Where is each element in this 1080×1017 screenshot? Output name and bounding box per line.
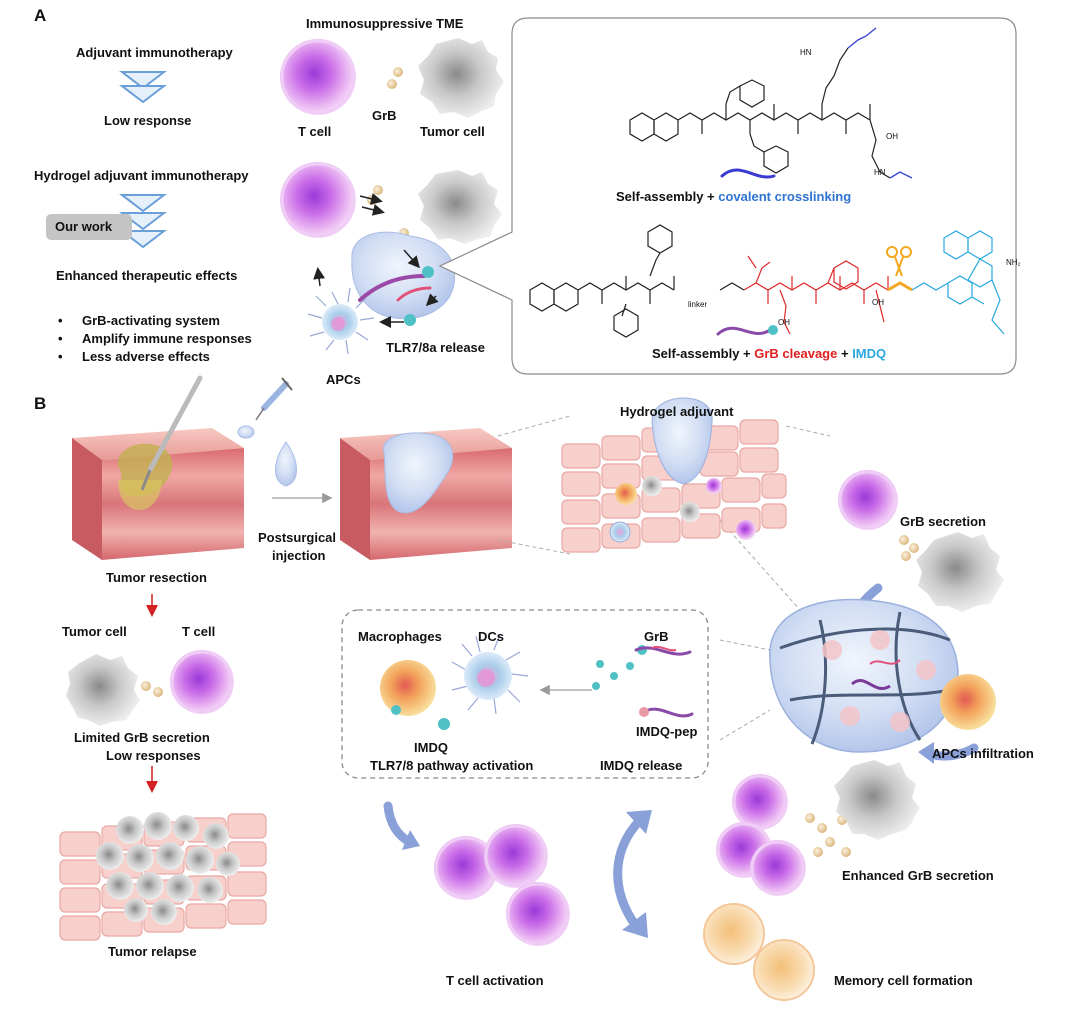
tumor-cell-icon	[916, 532, 1004, 612]
imdq-structure	[911, 230, 1005, 335]
apc-dendritic-icon	[307, 287, 375, 355]
tissue-block-resection	[72, 375, 244, 560]
t-cell-icon	[750, 840, 806, 896]
hydrogel-title: Hydrogel adjuvant immunotherapy	[34, 168, 249, 183]
tumor-cell-icon	[834, 760, 920, 840]
tumor-cluster	[96, 812, 240, 925]
atom-oh: OH	[886, 132, 898, 141]
grb-beads	[141, 681, 163, 697]
peptide-structure-bottom	[529, 224, 745, 338]
panel-b-letter: B	[34, 394, 47, 413]
t-cell-icon	[170, 650, 234, 714]
curved-arrow-icon	[383, 801, 415, 847]
grb-beads	[805, 813, 851, 857]
t-cell-activation-label: T cell activation	[446, 973, 544, 988]
limited-grb-label: Limited GrB secretion	[74, 730, 210, 745]
down-arrow-icon	[119, 71, 167, 104]
apcs-infiltration-label: APCs infiltration	[932, 746, 1034, 761]
our-work-label: Our work	[55, 219, 113, 234]
tumor-cell-icon	[418, 38, 504, 118]
injection-label: injection	[272, 548, 326, 563]
dendritic-cell-icon	[451, 633, 529, 715]
imdq-release-label: IMDQ release	[600, 758, 683, 773]
tlr-activation-label: TLR7/8 pathway activation	[370, 758, 534, 773]
chem-top-caption: Self-assembly + covalent crosslinking	[616, 189, 852, 204]
grb-beads	[387, 67, 403, 89]
atom-hn: HN	[874, 168, 886, 177]
apcs-label: APCs	[326, 372, 361, 387]
hydrogel-droplet	[351, 231, 456, 326]
tlr-release-label: TLR7/8a release	[386, 340, 486, 355]
imdq-release-box	[341, 609, 709, 779]
t-cell-label: T cell	[298, 124, 332, 139]
scissors-icon	[886, 246, 912, 277]
bullet-1: GrB-activating system	[82, 313, 220, 328]
peptide-structure-top	[629, 47, 891, 179]
macrophages-label: Macrophages	[358, 629, 442, 644]
t-cell-icon	[732, 774, 788, 830]
imdq-pep-label: IMDQ-pep	[636, 724, 698, 739]
low-response-label: Low response	[104, 113, 192, 128]
memory-formation-label: Memory cell formation	[834, 973, 973, 988]
imdq-pep-squiggle	[716, 326, 772, 336]
t-cell-icon	[280, 162, 356, 238]
tumor-cell-icon	[418, 170, 502, 244]
syringe-icon	[255, 377, 293, 421]
chem-bottom-caption: Self-assembly + GrB cleavage + IMDQ	[652, 346, 887, 361]
grb-secretion-label: GrB secretion	[900, 514, 986, 529]
t-cell-icon	[838, 470, 898, 530]
bullet-dot: •	[58, 331, 63, 346]
t-cell-icon	[280, 39, 356, 115]
scalpel-icon	[147, 375, 203, 473]
bullet-dot: •	[58, 349, 63, 364]
tumor-cell-label: Tumor cell	[62, 624, 127, 639]
macrophage-small	[615, 483, 637, 505]
bullet-3: Less adverse effects	[82, 349, 210, 364]
bullet-2: Amplify immune responses	[82, 331, 252, 346]
hydrogel-adjuvant-label: Hydrogel adjuvant	[620, 404, 734, 419]
tissue-block-hydrogel	[340, 428, 512, 560]
panel-a-letter: A	[34, 6, 47, 25]
hydrogel-network	[769, 598, 959, 753]
low-responses-label: Low responses	[106, 748, 201, 763]
hydrogel-adjuvant-plug	[651, 397, 713, 485]
adjuvant-title: Adjuvant immunotherapy	[76, 45, 233, 60]
linker-label: linker	[688, 300, 708, 309]
memory-cell-icon	[703, 903, 765, 965]
atom-oh: OH	[778, 318, 790, 327]
t-cell-activation-cluster	[434, 824, 570, 946]
crosslink-squiggle	[720, 168, 776, 179]
tumor-cell-label: Tumor cell	[420, 124, 485, 139]
macrophage-icon	[380, 660, 436, 716]
gel-droplet	[237, 425, 255, 439]
dcs-label: DCs	[478, 629, 505, 644]
gel-droplet-large	[275, 441, 297, 487]
grb-cleavage-segment	[743, 255, 889, 335]
triple-down-arrow-icon	[119, 194, 167, 249]
tme-title: Immunosuppressive TME	[306, 16, 464, 31]
imdq-label: IMDQ	[414, 740, 448, 755]
atom-nh2: NH₂	[1006, 258, 1021, 267]
tumor-cell-icon	[66, 654, 140, 726]
bullet-dot: •	[58, 313, 63, 328]
postsurgical-label: Postsurgical	[258, 530, 337, 545]
enhanced-effects-label: Enhanced therapeutic effects	[56, 268, 238, 283]
cleavage-site	[887, 281, 913, 292]
grb-label: GrB	[644, 629, 669, 644]
grb-label: GrB	[372, 108, 397, 123]
bidirectional-arrow-icon	[613, 815, 645, 931]
tumor-resection-label: Tumor resection	[106, 570, 207, 585]
atom-oh: OH	[872, 298, 884, 307]
tumor-relapse-label: Tumor relapse	[108, 944, 197, 959]
macrophage-icon	[940, 674, 996, 730]
grb-beads	[899, 535, 919, 561]
atom-hn: HN	[800, 48, 812, 57]
t-cell-label: T cell	[182, 624, 216, 639]
enhanced-grb-label: Enhanced GrB secretion	[842, 868, 994, 883]
memory-cell-icon	[753, 939, 815, 1001]
our-work-box	[46, 214, 132, 240]
